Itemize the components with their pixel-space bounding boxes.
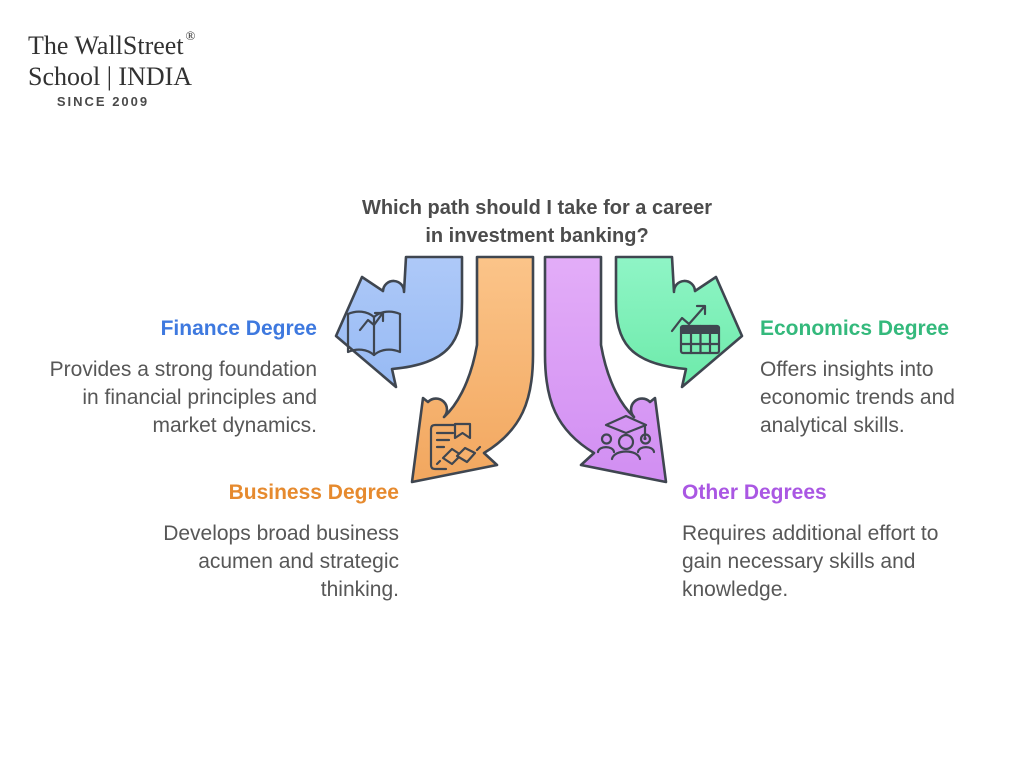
logo-line1: The WallStreet®	[28, 20, 195, 61]
page-title: Which path should I take for a career in…	[262, 194, 812, 250]
finance-degree-section: Finance Degree Provides a strong foundat…	[20, 317, 317, 440]
description-line: Requires additional effort to	[682, 522, 939, 545]
wallstreet-school-logo: The WallStreet® School | INDIA SINCE 200…	[28, 20, 195, 109]
description-line: market dynamics.	[152, 414, 317, 437]
description-line: thinking.	[320, 578, 399, 601]
logo-tagline: SINCE 2009	[56, 94, 150, 109]
economics-degree-section: Economics Degree Offers insights into ec…	[760, 317, 1010, 440]
description-line: analytical skills.	[760, 414, 905, 437]
logo-line2: School | INDIA	[28, 62, 193, 91]
contract-handshake-icon	[429, 422, 482, 471]
description-line: economic trends and	[760, 386, 955, 409]
other-degrees-description: Requires additional effort to gain neces…	[682, 520, 982, 604]
business-degree-section: Business Degree Develops broad business …	[80, 481, 399, 604]
description-line: gain necessary skills and	[682, 550, 916, 573]
finance-degree-description: Provides a strong foundation in financia…	[20, 356, 317, 440]
economics-degree-heading: Economics Degree	[760, 317, 950, 340]
finance-degree-heading: Finance Degree	[160, 317, 317, 340]
description-line: in financial principles and	[82, 386, 317, 409]
business-degree-description: Develops broad business acumen and strat…	[80, 520, 399, 604]
other-degrees-section: Other Degrees Requires additional effort…	[682, 481, 982, 604]
data-table-trend-icon	[670, 304, 721, 355]
title-line1: Which path should I take for a career	[361, 197, 713, 219]
registered-trademark: ®	[185, 28, 196, 43]
paths-diagram	[334, 255, 744, 484]
description-line: Develops broad business	[163, 522, 399, 545]
logo-brand-text: The WallStreet	[28, 31, 184, 60]
description-line: Provides a strong foundation	[49, 358, 317, 381]
open-book-trend-icon	[346, 310, 402, 357]
graduates-group-icon	[596, 414, 656, 461]
business-degree-heading: Business Degree	[228, 481, 399, 504]
economics-degree-description: Offers insights into economic trends and…	[760, 356, 1010, 440]
other-degrees-heading: Other Degrees	[682, 481, 827, 504]
description-line: acumen and strategic	[198, 550, 399, 573]
description-line: Offers insights into	[760, 358, 934, 381]
description-line: knowledge.	[682, 578, 789, 601]
other-degrees-arrow	[543, 255, 668, 484]
title-line2: in investment banking?	[425, 225, 649, 247]
